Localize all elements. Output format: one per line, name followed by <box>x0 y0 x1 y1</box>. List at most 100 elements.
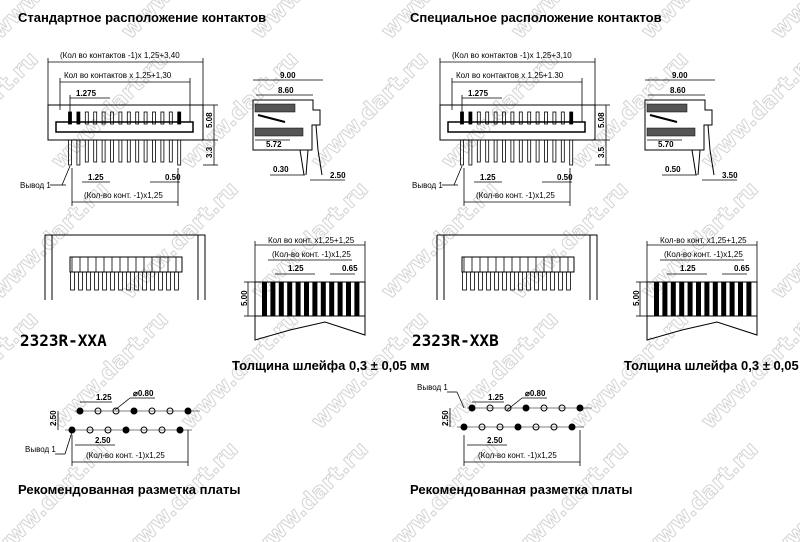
pcb-hole-label: ⌀0.80 <box>525 389 546 398</box>
contact-lead <box>462 271 467 291</box>
pin-bottom <box>126 139 131 163</box>
side-w3-label: 5.70 <box>658 140 674 149</box>
pin-top <box>468 111 473 125</box>
pcb-title: Рекомендованная разметка платы <box>18 482 240 497</box>
side-hatch-bottom <box>646 127 696 137</box>
contact-lead <box>166 271 171 291</box>
contact-lead <box>86 271 91 291</box>
pin-top <box>535 111 540 125</box>
contact-lead <box>526 271 531 291</box>
dim-pitch-label: 1.25 <box>88 173 104 182</box>
dim-span-label: (Кол-во конт. -1)x1,25 <box>84 191 163 200</box>
pcb-span-label: (Кол-во конт. -1)x1,25 <box>86 451 165 460</box>
side-hatch-bottom <box>254 127 304 137</box>
contact-lead <box>542 271 547 291</box>
section-title: Стандартное расположение контактов <box>18 10 266 25</box>
side-w3-label: 5.72 <box>266 140 282 149</box>
dimension-line <box>456 391 465 409</box>
section-special: Специальное расположение контактов(Кол в… <box>410 10 800 497</box>
pin-bottom <box>177 139 182 166</box>
connector-slot <box>55 121 194 133</box>
dim-offset-label: 1.275 <box>468 89 489 98</box>
pin-top <box>168 111 173 125</box>
side-view-body <box>644 99 713 151</box>
ribbon-break <box>646 316 758 341</box>
pcb-hole-label: ⌀0.80 <box>133 389 154 398</box>
side-hatch-top <box>646 103 688 113</box>
contact-lead <box>70 271 75 291</box>
pin-bottom <box>493 139 498 163</box>
ribbon-thickness-label: Толщина шлейфа 0,3 ± 0,05 мм <box>232 358 430 373</box>
ribbon-conductor <box>721 282 727 316</box>
dim-inner-label: Кол во контактов x 1,25+1.30 <box>456 71 564 80</box>
pin-bottom <box>76 139 81 166</box>
ribbon-conductor <box>704 282 710 316</box>
contact-lead <box>566 271 571 291</box>
dimension-line <box>61 165 71 186</box>
pin-top <box>152 111 156 125</box>
contact-lead <box>518 271 523 291</box>
pin-bottom <box>143 139 148 163</box>
pin-bottom <box>135 139 140 163</box>
pin-top <box>560 111 565 125</box>
ribbon-conductor <box>337 282 343 316</box>
pin-top <box>510 111 515 125</box>
dim-pitch-label: 1.25 <box>480 173 496 182</box>
contact-lead <box>134 271 139 291</box>
pin-top <box>493 111 498 125</box>
dim-pin-width-label: 0.50 <box>557 173 573 182</box>
contact-lead <box>494 271 499 291</box>
dim-pin-width-label: 0.50 <box>165 173 181 182</box>
side-hatch-top <box>254 103 296 113</box>
pin-top <box>518 111 523 125</box>
pin-top <box>93 111 98 125</box>
contact-lead <box>102 271 107 291</box>
pcb-title: Рекомендованная разметка платы <box>410 482 632 497</box>
ribbon-total-label: Кол-во конт. x1,25+1,25 <box>660 236 747 245</box>
pin-top <box>118 111 123 125</box>
ribbon-conductor <box>696 282 701 316</box>
ribbon-pitch-label: 1.25 <box>288 264 304 273</box>
ribbon-conductor <box>270 282 276 316</box>
contact-lead <box>174 271 179 291</box>
ribbon-span-label: (Кол-во конт. -1)x1,25 <box>664 250 743 259</box>
section-standard: Стандартное расположение контактов(Кол в… <box>18 10 430 497</box>
connector-slot <box>447 121 586 133</box>
ribbon-total-label: Кол во конт. x1,25+1,25 <box>268 236 355 245</box>
pcb-pin1-label: Вывод 1 <box>417 383 448 392</box>
dim-overall-label: (Кол во контактов -1)x 1,25+3,10 <box>452 51 572 60</box>
connector-top-contacts <box>69 256 183 273</box>
ribbon-conductor <box>354 282 360 316</box>
side-contact <box>649 114 678 123</box>
ribbon-width-label: 0.65 <box>734 264 750 273</box>
pin-bottom <box>502 139 506 163</box>
ribbon-conductor <box>679 282 685 316</box>
pin-bottom <box>68 139 72 166</box>
contact-lead <box>478 271 483 291</box>
pcb-row-label: 2.50 <box>487 436 503 445</box>
pin-bottom <box>118 139 123 163</box>
side-w1-label: 9.00 <box>672 71 688 80</box>
pin-top <box>135 111 140 125</box>
contact-lead <box>550 271 555 291</box>
contact-lead <box>94 271 99 291</box>
ribbon-conductor <box>287 282 293 316</box>
contact-lead <box>150 271 155 291</box>
pin-top <box>101 111 106 125</box>
pin-top <box>476 111 481 125</box>
part-number: 2323R-XXB <box>412 331 499 350</box>
ribbon-height-label: 5.00 <box>632 290 641 306</box>
pin-bottom <box>518 139 523 163</box>
pin-bottom <box>485 139 490 163</box>
contact-lead <box>118 271 123 291</box>
side-w2-label: 8.60 <box>670 86 686 95</box>
pin-bottom <box>460 139 464 166</box>
ribbon-conductor <box>662 282 668 316</box>
ribbon-conductor <box>329 282 335 316</box>
ribbon-conductor <box>320 282 326 316</box>
pin-top <box>552 111 557 125</box>
pcb-offset-label: 2.50 <box>49 410 58 426</box>
part-number: 2323R-XXA <box>20 331 107 350</box>
pin-bottom <box>468 139 473 166</box>
